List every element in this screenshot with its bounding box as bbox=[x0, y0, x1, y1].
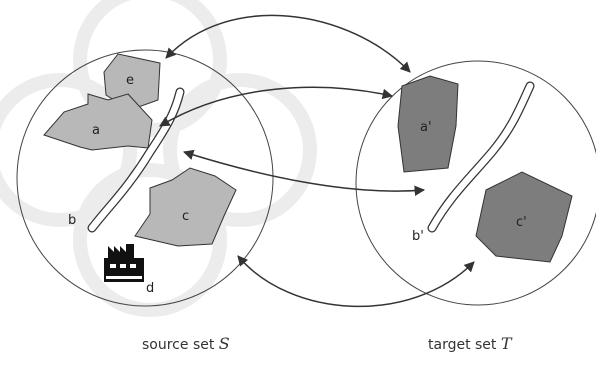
region-e bbox=[103, 53, 161, 111]
label-c-prime: c' bbox=[516, 215, 527, 230]
label-d: d bbox=[146, 281, 154, 296]
source-set-caption-text: source set bbox=[142, 337, 219, 353]
label-a: a bbox=[92, 123, 100, 138]
label-a-prime: a' bbox=[420, 120, 432, 135]
source-set-caption: source set S bbox=[142, 334, 230, 353]
target-set-symbol: T bbox=[500, 334, 512, 353]
arrow-c-to-c-prime bbox=[237, 255, 475, 307]
target-set-caption-text: target set bbox=[428, 337, 501, 353]
arrow-b-to-b-prime bbox=[182, 149, 426, 196]
region-a-prime bbox=[397, 75, 459, 173]
arrow-b-to-a-prime bbox=[159, 86, 394, 127]
source-set-symbol: S bbox=[218, 334, 230, 353]
factory-icon bbox=[104, 244, 144, 282]
label-b-prime: b' bbox=[412, 229, 424, 244]
arrow-e-to-a-prime bbox=[165, 14, 411, 73]
curve-b-prime-fill bbox=[428, 82, 534, 232]
region-c-prime bbox=[475, 171, 573, 263]
region-a bbox=[43, 93, 153, 151]
label-b: b bbox=[68, 213, 76, 228]
target-set-circle bbox=[355, 60, 596, 306]
label-c: c bbox=[182, 209, 189, 224]
label-e: e bbox=[126, 73, 134, 88]
mapping-arrows bbox=[159, 14, 475, 307]
target-set-caption: target set T bbox=[428, 334, 512, 353]
watermark-pattern bbox=[0, 0, 317, 317]
